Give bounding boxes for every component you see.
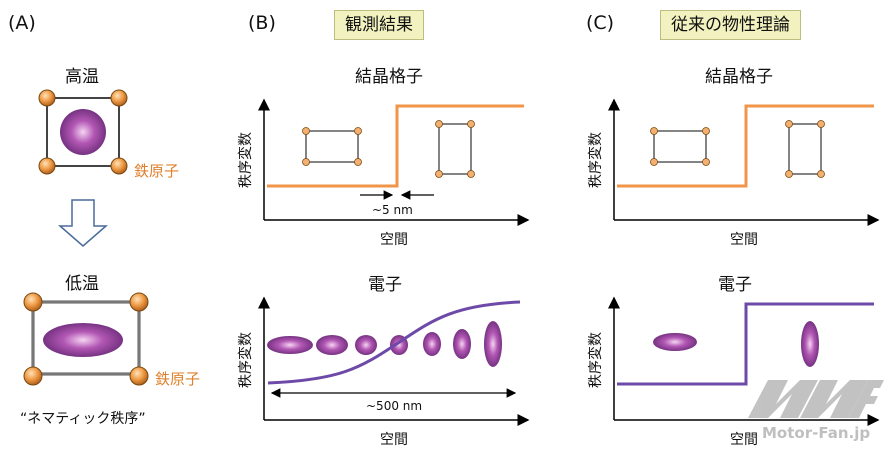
c-electron-step-line: [617, 302, 874, 386]
iron-atom-icon: [110, 89, 128, 107]
electron-blob: [316, 335, 348, 355]
iron-atom-label-low: 鉄原子: [155, 370, 201, 388]
iron-atom-icon: [129, 292, 149, 312]
iron-atom-icon: [129, 366, 149, 386]
iron-atom-icon: [38, 157, 56, 175]
panel-c-label: (C): [586, 12, 615, 34]
electron-blob-round: [60, 109, 106, 155]
electron-blob: [423, 332, 441, 356]
panel-b-label: (B): [248, 12, 276, 34]
b-bottom-plot: [258, 296, 530, 426]
electron-blob: [653, 333, 697, 351]
c-bottom-xlabel: 空間: [730, 432, 758, 448]
high-temp-label: 高温: [65, 67, 99, 87]
low-temp-lattice: [23, 292, 149, 386]
b-lattice-step-line: [267, 104, 524, 188]
width-small-label: ~5 nm: [372, 203, 413, 217]
c-lattice-step-line: [617, 104, 874, 188]
panel-a-label: (A): [8, 12, 36, 34]
down-arrow-icon: [57, 199, 109, 247]
b-lattice-title: 結晶格子: [355, 67, 423, 87]
c-top-plot: [608, 98, 880, 226]
electron-blob: [355, 335, 377, 355]
iron-atom-label-high: 鉄原子: [134, 162, 180, 180]
low-temp-label: 低温: [65, 274, 99, 294]
b-bottom-xlabel: 空間: [380, 432, 408, 448]
b-top-xlabel: 空間: [380, 232, 408, 248]
watermark-logo: [748, 380, 884, 418]
electron-blob-elongated: [43, 323, 123, 357]
observed-title: 観測結果: [334, 10, 424, 40]
high-temp-lattice: [38, 89, 128, 175]
electron-blob: [801, 321, 819, 367]
iron-atom-icon: [23, 292, 43, 312]
iron-atom-icon: [38, 89, 56, 107]
iron-atom-icon: [110, 157, 128, 175]
electron-blob: [453, 329, 471, 359]
c-top-xlabel: 空間: [730, 232, 758, 248]
b-electron-title: 電子: [368, 275, 402, 295]
c-lattice-title: 結晶格子: [705, 67, 773, 87]
c-bottom-plot: [608, 296, 880, 426]
iron-atom-icon: [23, 366, 43, 386]
electron-blob: [484, 321, 502, 367]
nematic-label: “ネマティック秩序”: [20, 411, 146, 427]
b-electron-smooth-curve: [267, 300, 521, 385]
watermark-text: Motor-Fan.jp: [762, 424, 871, 442]
width-large-label: ~500 nm: [366, 399, 423, 413]
conventional-title: 従来の物性理論: [660, 10, 801, 40]
c-electron-title: 電子: [718, 275, 752, 295]
b-top-plot: [258, 98, 530, 226]
electron-blob: [267, 336, 313, 354]
